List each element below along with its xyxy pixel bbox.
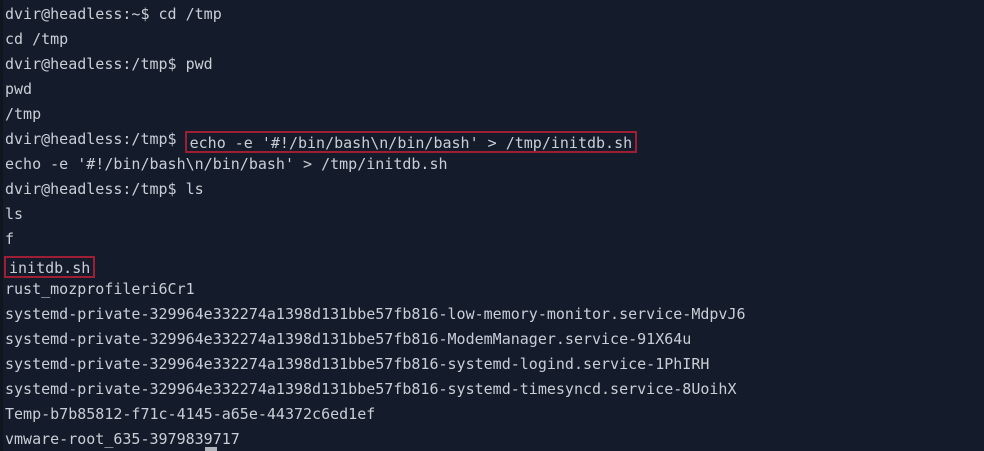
output-text: systemd-private-329964e332274a1398d131bb… [5,330,692,348]
output-text: pwd [5,80,33,98]
output-text: vmware-root_635-3979839717 [5,430,240,448]
output-text: echo -e '#!/bin/bash\n/bin/bash' > /tmp/… [5,155,448,173]
shell-prompt: dvir@headless:/tmp$ [5,130,186,148]
terminal-command-line: dvir@headless:/tmp$ ls [0,177,984,202]
output-text: systemd-private-329964e332274a1398d131bb… [5,355,710,373]
command-text: ls [185,180,204,198]
output-text: systemd-private-329964e332274a1398d131bb… [5,380,737,398]
terminal-output-line: pwd [0,77,984,102]
command-text: cd /tmp [158,5,222,23]
highlighted-text: initdb.sh [4,256,96,278]
output-text: ls [5,205,24,223]
terminal-output-line: systemd-private-329964e332274a1398d131bb… [0,302,984,327]
terminal-command-line: dvir@headless:~$ cd /tmp [0,2,984,27]
terminal-output-line: systemd-private-329964e332274a1398d131bb… [0,377,984,402]
output-text: /tmp [5,105,42,123]
terminal-output-line: ls [0,202,984,227]
terminal-output-line: rust_mozprofileri6Cr1 [0,277,984,302]
shell-prompt: dvir@headless:/tmp$ [5,180,186,198]
terminal-cursor [205,447,217,451]
output-text: cd /tmp [5,30,69,48]
output-text: f [5,230,15,248]
terminal-output-line: /tmp [0,102,984,127]
command-text: pwd [185,55,213,73]
highlighted-text: echo -e '#!/bin/bash\n/bin/bash' > /tmp/… [184,131,638,153]
shell-prompt: dvir@headless:~$ [5,5,159,23]
terminal-output-line: Temp-b7b85812-f71c-4145-a65e-44372c6ed1e… [0,402,984,427]
output-text: Temp-b7b85812-f71c-4145-a65e-44372c6ed1e… [5,405,376,423]
output-text: systemd-private-329964e332274a1398d131bb… [5,305,746,323]
terminal-command-line: dvir@headless:/tmp$ echo -e '#!/bin/bash… [0,127,984,153]
terminal-output-line: vmware-root_635-3979839717 [0,427,984,451]
terminal-command-line: dvir@headless:/tmp$ pwd [0,52,984,77]
terminal-left-gutter [0,0,3,451]
terminal-output-line: echo -e '#!/bin/bash\n/bin/bash' > /tmp/… [0,152,984,177]
output-text: rust_mozprofileri6Cr1 [5,280,195,298]
shell-prompt: dvir@headless:/tmp$ [5,55,186,73]
terminal-output-line: systemd-private-329964e332274a1398d131bb… [0,327,984,352]
terminal-output-line: f [0,227,984,252]
terminal-output-line: initdb.sh [0,252,984,278]
terminal-output-line: systemd-private-329964e332274a1398d131bb… [0,352,984,377]
terminal-output-line: cd /tmp [0,27,984,52]
